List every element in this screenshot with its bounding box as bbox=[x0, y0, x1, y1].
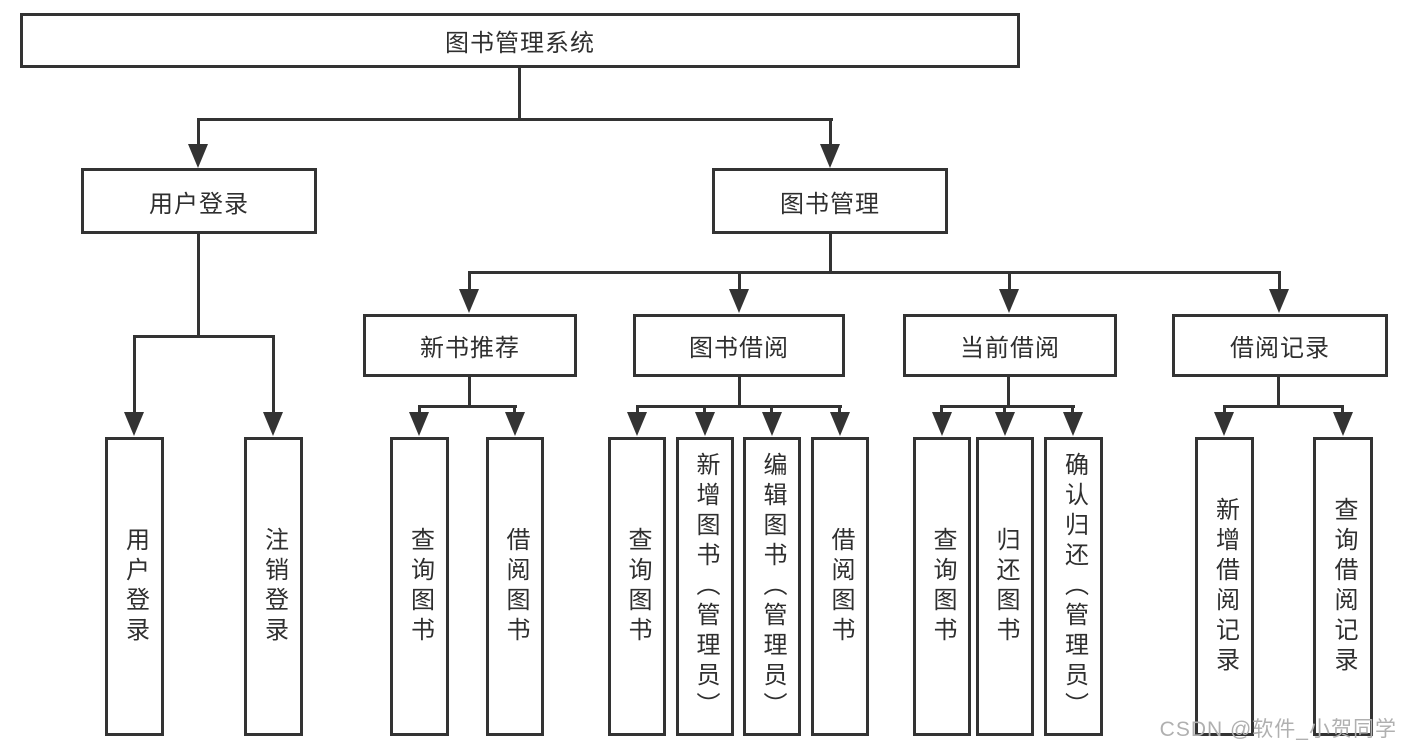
arrow-down-icon bbox=[695, 412, 715, 436]
connector-leaf-drop bbox=[1223, 405, 1226, 415]
connector-to-new-books bbox=[468, 271, 471, 291]
node-label: 图书借阅 bbox=[689, 335, 789, 362]
connector-leaf-drop bbox=[770, 405, 773, 415]
connector-to-leaf-login bbox=[133, 335, 136, 414]
arrow-down-icon bbox=[627, 412, 647, 436]
arrow-down-icon bbox=[188, 144, 208, 168]
arrow-down-icon bbox=[409, 412, 429, 436]
arrow-down-icon bbox=[995, 412, 1015, 436]
arrow-down-icon bbox=[729, 289, 749, 313]
node-label: 编辑图书（管理员） bbox=[759, 451, 786, 722]
node-label: 用户登录 bbox=[121, 526, 149, 647]
connector-leaf-drop bbox=[1003, 405, 1006, 415]
arrow-down-icon bbox=[505, 412, 525, 436]
connector-new-books-split bbox=[418, 405, 517, 408]
connector-leaf-drop bbox=[1071, 405, 1074, 415]
arrow-down-icon bbox=[1214, 412, 1234, 436]
arrow-down-icon bbox=[762, 412, 782, 436]
node-book-mgmt: 图书管理 bbox=[712, 168, 948, 234]
connector-book-borrow-stem bbox=[738, 377, 741, 408]
node-leaf-nb-borrow-books: 借阅图书 bbox=[486, 437, 544, 736]
node-leaf-nb-query-books: 查询图书 bbox=[390, 437, 449, 736]
connector-leaf-drop bbox=[1341, 405, 1344, 415]
node-leaf-cb-query-books: 查询图书 bbox=[913, 437, 971, 736]
arrow-down-icon bbox=[932, 412, 952, 436]
node-label: 新增借阅记录 bbox=[1211, 496, 1239, 677]
node-label: 借阅图书 bbox=[502, 526, 529, 647]
connector-leaf-drop bbox=[513, 405, 516, 415]
watermark: CSDN @软件_小贺同学 bbox=[1159, 718, 1397, 741]
node-label: 用户登录 bbox=[149, 190, 249, 218]
node-label: 图书管理 bbox=[780, 190, 880, 218]
node-leaf-bb-query-books: 查询图书 bbox=[608, 437, 666, 736]
connector-to-book-borrow bbox=[738, 271, 741, 291]
node-leaf-br-add-record: 新增借阅记录 bbox=[1195, 437, 1254, 736]
node-new-books: 新书推荐 bbox=[363, 314, 577, 377]
node-label: 图书管理系统 bbox=[445, 30, 595, 57]
node-label: 当前借阅 bbox=[960, 335, 1060, 362]
node-label: 确认归还（管理员） bbox=[1060, 451, 1088, 722]
connector-leaf-drop bbox=[418, 405, 421, 415]
connector-leaf-drop bbox=[636, 405, 639, 415]
node-borrow-records: 借阅记录 bbox=[1172, 314, 1388, 377]
arrow-down-icon bbox=[999, 289, 1019, 313]
node-label: 查询借阅记录 bbox=[1330, 496, 1357, 677]
node-root: 图书管理系统 bbox=[20, 13, 1020, 68]
node-leaf-user-login: 用户登录 bbox=[105, 437, 164, 736]
connector-to-book-mgmt bbox=[829, 118, 832, 148]
connector-to-user-login bbox=[197, 118, 200, 148]
connector-leaf-drop bbox=[838, 405, 841, 415]
connector-root-split bbox=[197, 118, 833, 121]
connector-to-current-borrow bbox=[1008, 271, 1011, 291]
connector-current-borrow-stem bbox=[1007, 377, 1010, 408]
connector-book-mgmt-split bbox=[468, 271, 1281, 274]
node-label: 查询图书 bbox=[624, 526, 651, 647]
arrow-down-icon bbox=[1269, 289, 1289, 313]
node-leaf-br-query-record: 查询借阅记录 bbox=[1313, 437, 1373, 736]
node-label: 借阅图书 bbox=[827, 526, 854, 647]
node-leaf-bb-borrow-books: 借阅图书 bbox=[811, 437, 869, 736]
node-label: 新书推荐 bbox=[420, 335, 520, 362]
node-label: 查询图书 bbox=[406, 526, 434, 647]
connector-borrow-records-stem bbox=[1277, 377, 1280, 408]
connector-borrow-records-split bbox=[1223, 405, 1344, 408]
node-leaf-cb-return-books: 归还图书 bbox=[976, 437, 1034, 736]
node-label: 新增图书（管理员） bbox=[692, 451, 719, 722]
connector-book-borrow-split bbox=[636, 405, 842, 408]
node-label: 注销登录 bbox=[260, 526, 288, 647]
connector-to-leaf-logout bbox=[272, 335, 275, 414]
arrow-down-icon bbox=[124, 412, 144, 436]
node-label: 查询图书 bbox=[929, 526, 956, 647]
connector-to-borrow-records bbox=[1278, 271, 1281, 291]
node-leaf-cb-confirm-return-admin: 确认归还（管理员） bbox=[1044, 437, 1103, 736]
arrow-down-icon bbox=[830, 412, 850, 436]
arrow-down-icon bbox=[1333, 412, 1353, 436]
connector-new-books-stem bbox=[468, 377, 471, 408]
connector-user-login-split bbox=[133, 335, 275, 338]
node-label: 归还图书 bbox=[992, 526, 1019, 647]
connector-user-login-stem bbox=[197, 234, 200, 338]
node-user-login: 用户登录 bbox=[81, 168, 317, 234]
connector-root-stem bbox=[518, 68, 521, 121]
connector-leaf-drop bbox=[940, 405, 943, 415]
arrow-down-icon bbox=[459, 289, 479, 313]
arrow-down-icon bbox=[1063, 412, 1083, 436]
arrow-down-icon bbox=[820, 144, 840, 168]
node-leaf-logout: 注销登录 bbox=[244, 437, 303, 736]
node-leaf-bb-add-books-admin: 新增图书（管理员） bbox=[676, 437, 734, 736]
arrow-down-icon bbox=[263, 412, 283, 436]
node-leaf-bb-edit-books-admin: 编辑图书（管理员） bbox=[743, 437, 801, 736]
connector-book-mgmt-stem bbox=[829, 234, 832, 274]
node-book-borrow: 图书借阅 bbox=[633, 314, 845, 377]
node-label: 借阅记录 bbox=[1230, 335, 1330, 362]
connector-current-borrow-split bbox=[940, 405, 1075, 408]
node-current-borrow: 当前借阅 bbox=[903, 314, 1117, 377]
connector-leaf-drop bbox=[703, 405, 706, 415]
